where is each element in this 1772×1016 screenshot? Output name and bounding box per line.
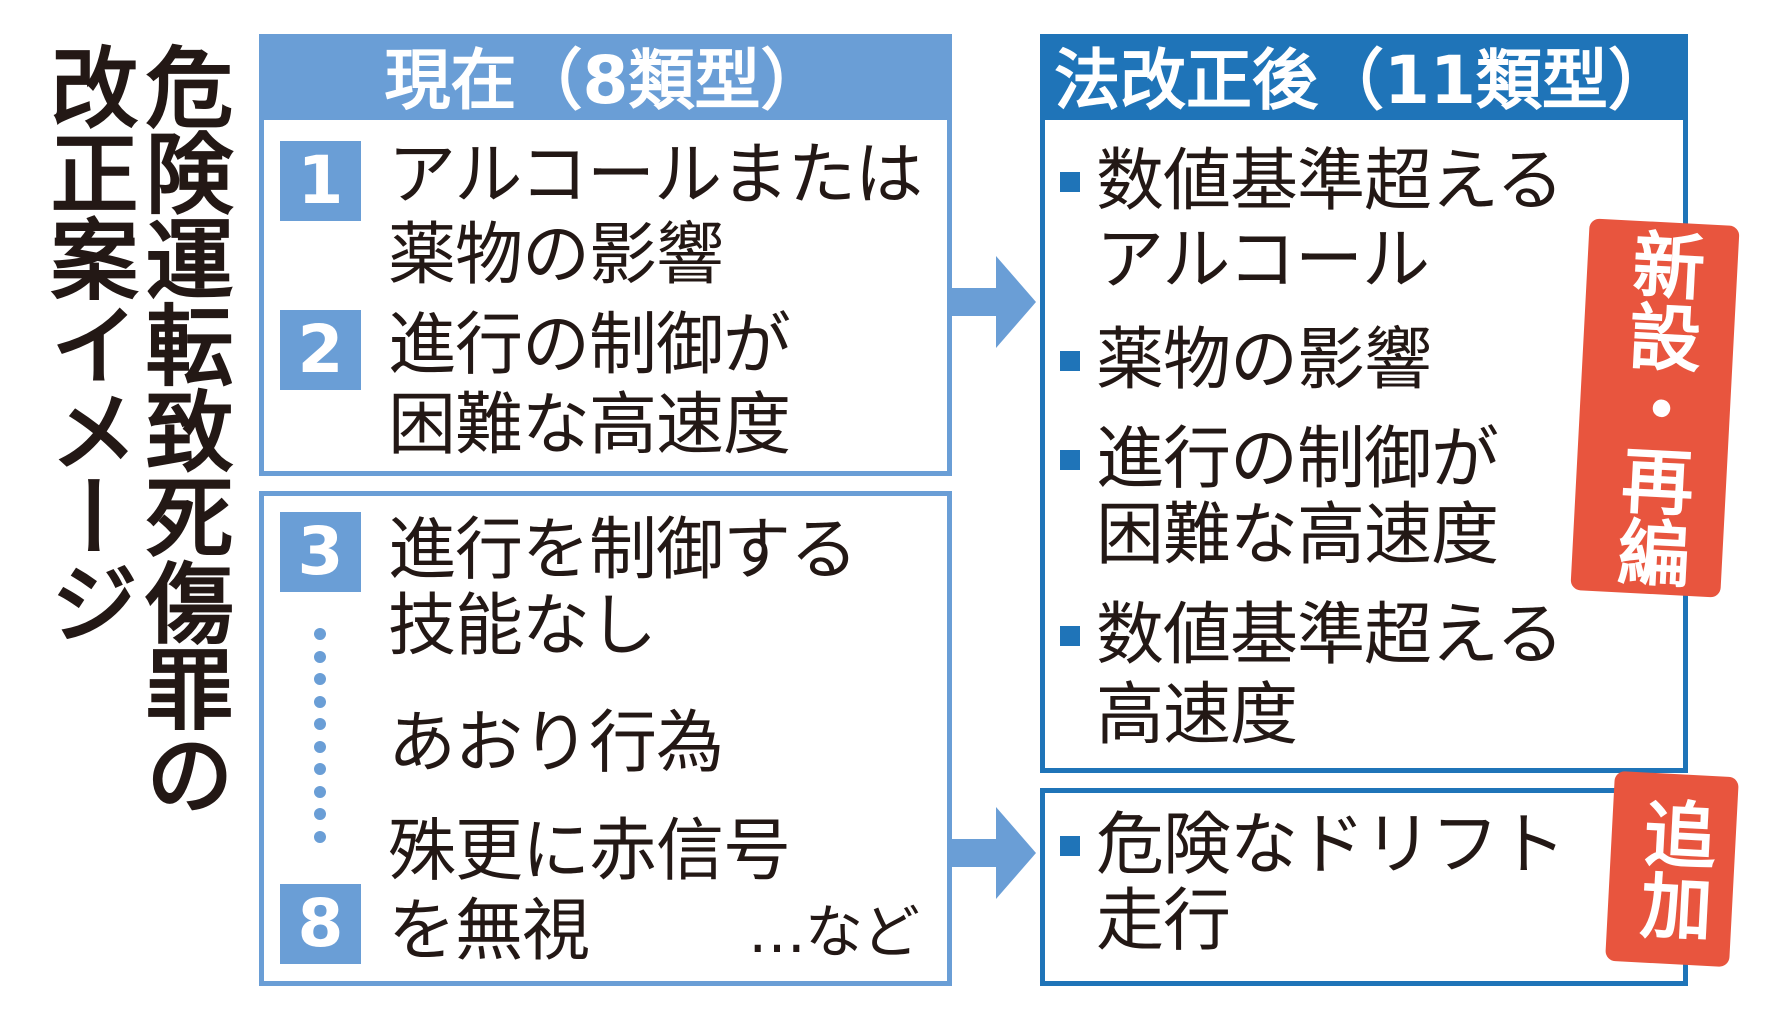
- dot: [314, 763, 326, 775]
- revised-item-1-line1: 数値基準超える: [1096, 142, 1564, 221]
- revised-item-5-line1: 危険なドリフト: [1096, 806, 1566, 885]
- bullet-icon: [1060, 450, 1080, 470]
- number-badge-8: 8: [280, 884, 361, 964]
- bullet-icon: [1060, 836, 1080, 856]
- current-item-2-line2: 困難な高速度: [388, 386, 791, 465]
- current-item-8-line2: を無視: [388, 892, 590, 971]
- arrow-right-icon: [996, 807, 1036, 899]
- title-line2: 改正案イメージ: [36, 42, 139, 644]
- revised-item-3-line1: 進行の制御が: [1096, 420, 1499, 499]
- dot: [314, 830, 326, 843]
- revised-item-3-line2: 困難な高速度: [1096, 496, 1499, 575]
- current-item-3-line2: 技能なし: [388, 587, 657, 666]
- dot: [314, 718, 326, 730]
- revised-item-1-line2: アルコール: [1096, 221, 1430, 300]
- etc-label: …など: [748, 898, 920, 966]
- dot: [314, 808, 326, 820]
- dot: [314, 673, 326, 685]
- dot: [314, 785, 326, 798]
- current-item-1-line2: 薬物の影響: [388, 216, 724, 295]
- arrow-right-icon: [996, 256, 1036, 348]
- dot: [314, 650, 326, 663]
- number-badge-2: 2: [280, 310, 361, 390]
- dot: [314, 695, 326, 708]
- current-item-aori: あおり行為: [388, 704, 724, 783]
- revised-item-4-line1: 数値基準超える: [1096, 596, 1564, 675]
- arrow-1-shaft: [952, 288, 998, 316]
- revised-item-5-line2: 走行: [1096, 882, 1231, 961]
- current-item-2-line1: 進行の制御が: [388, 306, 791, 385]
- revised-item-4-line2: 高速度: [1096, 676, 1298, 755]
- current-item-3-line1: 進行を制御する: [388, 511, 858, 590]
- current-item-1-line1: アルコールまたは: [388, 136, 923, 215]
- current-group2-box: [259, 491, 952, 986]
- bullet-icon: [1060, 351, 1080, 371]
- bullet-icon: [1060, 626, 1080, 646]
- current-group1-box: [259, 120, 952, 476]
- badge-added: 追加: [1605, 770, 1739, 968]
- current-item-8-line1: 殊更に赤信号: [388, 812, 791, 891]
- dot: [314, 740, 326, 753]
- arrow-2-shaft: [952, 839, 998, 867]
- current-header: 現在（8類型）: [259, 34, 952, 127]
- number-badge-1: 1: [280, 141, 361, 221]
- title-line1: 危険運転致死傷罪の: [131, 42, 234, 816]
- dot: [314, 628, 326, 640]
- revised-group2-box: [1040, 788, 1688, 986]
- revised-item-2-line1: 薬物の影響: [1096, 321, 1432, 400]
- revised-header: 法改正後（11類型）: [1040, 34, 1688, 127]
- badge-new-reorganized: 新設・再編: [1570, 218, 1740, 598]
- bullet-icon: [1060, 172, 1080, 192]
- number-badge-3: 3: [280, 512, 361, 592]
